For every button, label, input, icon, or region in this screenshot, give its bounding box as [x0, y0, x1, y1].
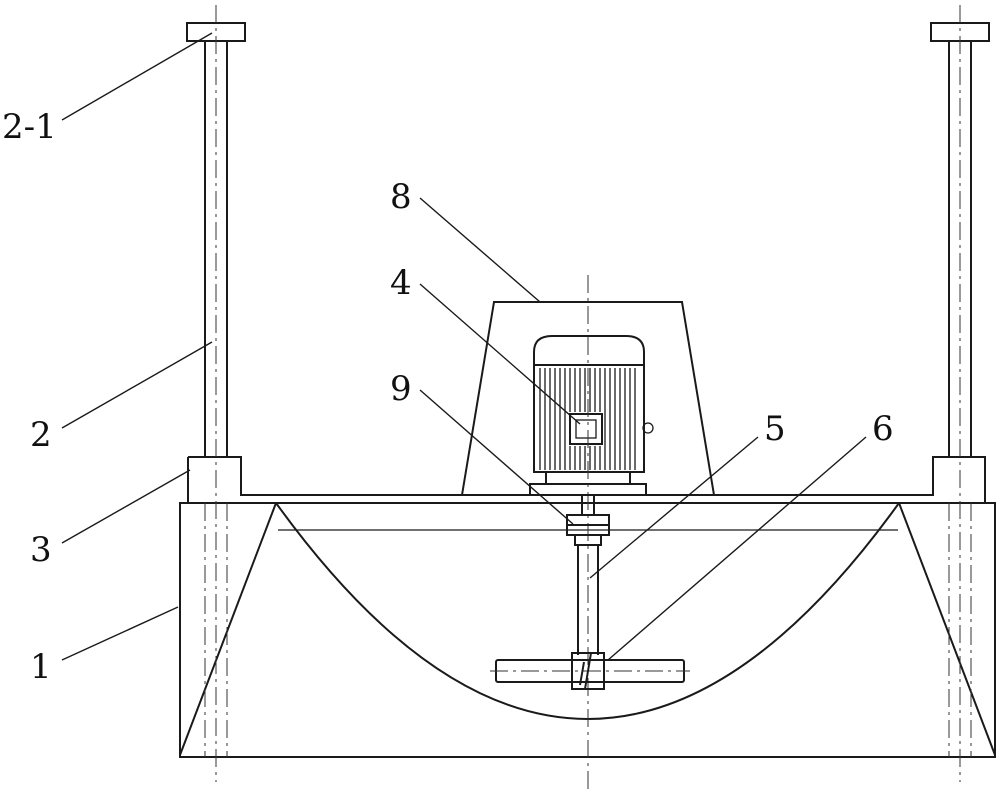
label-part-2-1: 2-1 [2, 107, 57, 147]
impeller [490, 652, 690, 690]
shaft-assembly [566, 275, 610, 790]
motor [529, 335, 654, 496]
label-part-5: 5 [764, 409, 786, 449]
leader-lines [61, 32, 867, 661]
label-part-1: 1 [30, 647, 52, 687]
label-part-8: 8 [390, 177, 412, 217]
part-labels: 2-1 2 3 1 8 4 9 5 6 [2, 107, 894, 687]
motor-cover [461, 301, 715, 496]
label-part-6: 6 [872, 409, 894, 449]
label-part-4: 4 [390, 263, 412, 303]
label-part-2: 2 [30, 415, 52, 455]
base-plate [187, 456, 986, 503]
left-column [186, 5, 246, 782]
motor-cooling-fins [539, 368, 636, 470]
label-part-3: 3 [30, 530, 52, 570]
right-column [930, 5, 990, 782]
label-part-9: 9 [390, 369, 412, 409]
